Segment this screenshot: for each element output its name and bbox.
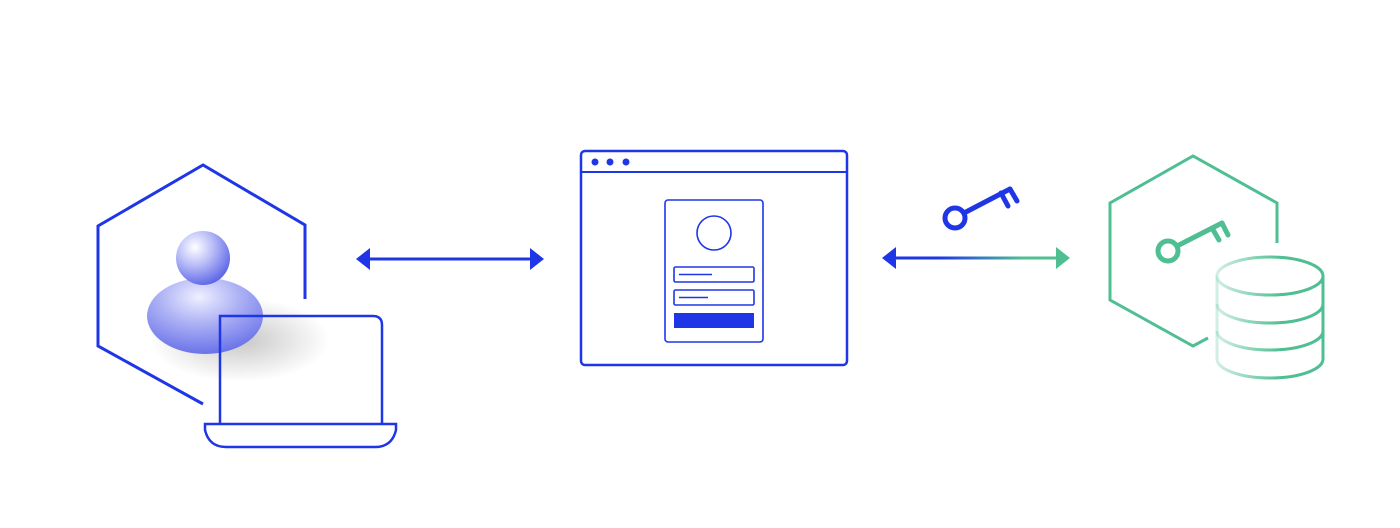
username-field xyxy=(673,266,755,283)
arrowhead-left xyxy=(356,248,370,270)
laptop-icon xyxy=(203,314,398,449)
database-top xyxy=(1215,255,1325,297)
user-head xyxy=(176,231,230,285)
password-field xyxy=(673,289,755,306)
login-card xyxy=(664,199,764,343)
credential-store-node xyxy=(1108,154,1325,380)
user-icon xyxy=(147,231,330,382)
login-submit-button xyxy=(674,313,754,328)
database-ring xyxy=(1215,330,1325,352)
window-dot-icon xyxy=(591,158,599,166)
database-ring xyxy=(1215,303,1325,325)
window-dot-icon xyxy=(622,158,630,166)
user-hexagon-outline xyxy=(96,163,307,406)
store-hexagon-outline xyxy=(1108,154,1279,348)
database-icon xyxy=(1215,255,1325,380)
store-key-icon xyxy=(1155,220,1231,264)
user-node xyxy=(96,163,398,449)
browser-frame xyxy=(579,149,849,367)
arrowhead-left xyxy=(882,247,896,269)
key-icon xyxy=(942,186,1020,231)
user-to-app-arrow xyxy=(356,248,544,270)
arrowhead-right xyxy=(530,248,544,270)
avatar-placeholder xyxy=(696,215,732,251)
arrowhead-right xyxy=(1056,247,1070,269)
login-form xyxy=(664,199,764,343)
app-to-store-arrow xyxy=(882,247,1070,269)
database-cylinder-body xyxy=(1215,276,1325,380)
laptop-screen xyxy=(218,314,384,424)
laptop-base xyxy=(203,422,398,449)
window-dot-icon xyxy=(606,158,614,166)
user-body xyxy=(147,278,263,354)
browser-window xyxy=(579,149,849,367)
